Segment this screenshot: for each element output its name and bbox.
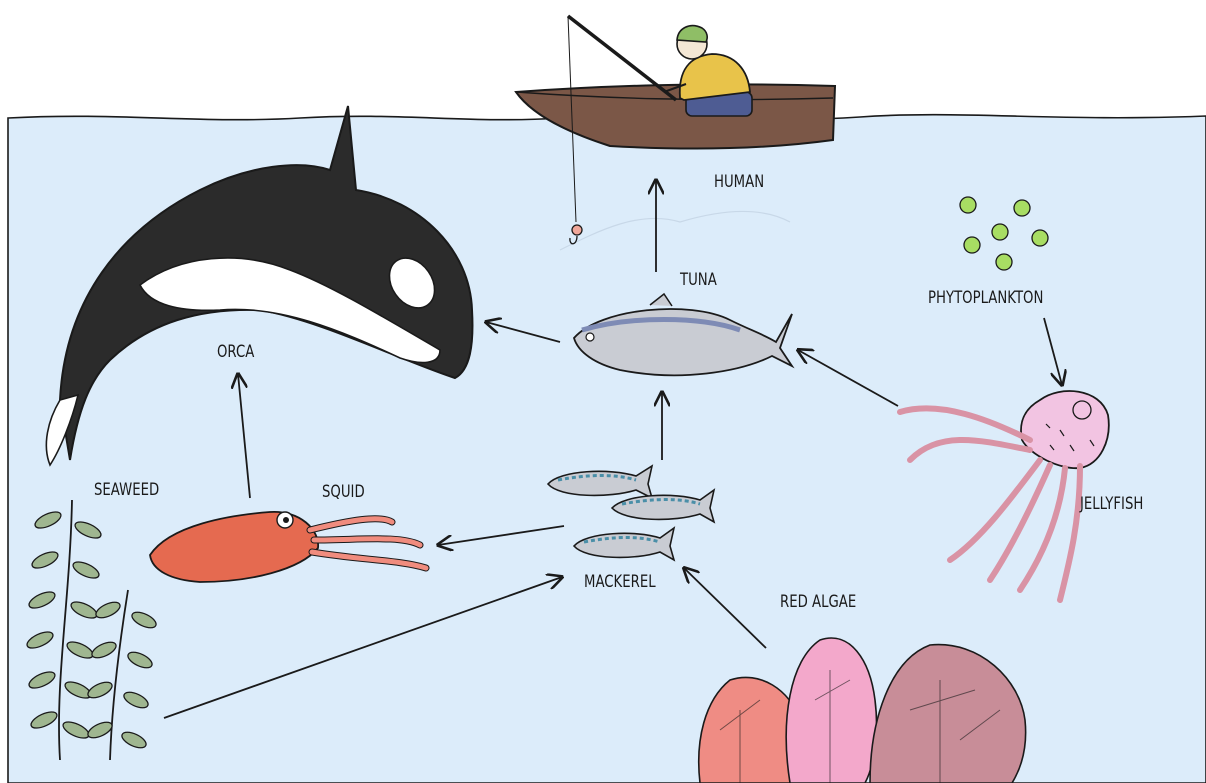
- label-human: HUMAN: [714, 172, 764, 192]
- label-red-algae: RED ALGAE: [780, 592, 856, 612]
- label-seaweed: SEAWEED: [94, 480, 159, 500]
- label-mackerel: MACKEREL: [584, 572, 656, 592]
- label-tuna: TUNA: [680, 270, 717, 290]
- label-jellyfish: JELLYFISH: [1080, 494, 1143, 514]
- label-orca: ORCA: [217, 342, 254, 362]
- label-phytoplankton: PHYTOPLANKTON: [928, 288, 1043, 308]
- label-squid: SQUID: [322, 482, 365, 502]
